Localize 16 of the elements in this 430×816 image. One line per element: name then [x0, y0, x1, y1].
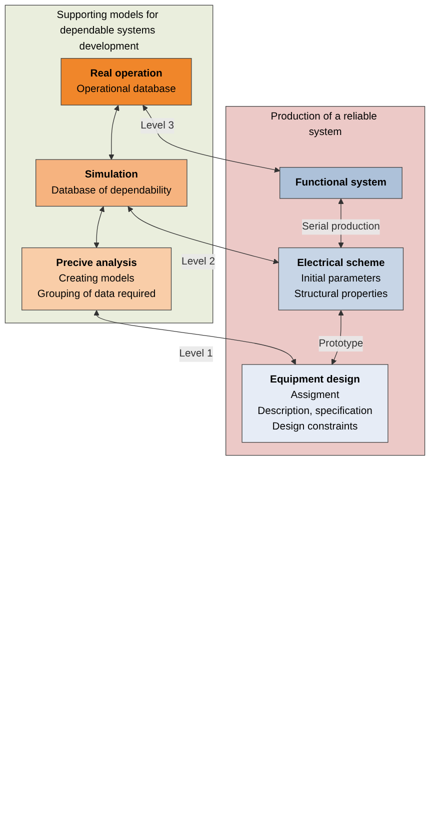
arrow	[128, 206, 279, 264]
edge-label: Serial production	[302, 221, 380, 232]
node-box: Precive analysis Creating models Grouping of data required	[22, 247, 172, 310]
edge-label: Prototype	[318, 338, 364, 349]
edge-label: Level 2	[182, 256, 216, 267]
arrow	[142, 105, 280, 173]
node-box: Electrical scheme Initial parameters Structural properties	[278, 247, 404, 310]
node-box: Real operation Operational database	[60, 58, 192, 106]
arrow	[94, 310, 296, 365]
node-box: Equipment design Assigment Description, specification Design constraints	[242, 364, 388, 443]
node-box: Simulation Database of dependability	[36, 159, 188, 207]
edge-label: Level 3	[140, 120, 174, 132]
edge-label: Level 1	[179, 348, 213, 360]
node-box: Functional system	[280, 167, 402, 199]
arrow	[108, 105, 120, 160]
arrow	[94, 206, 105, 248]
